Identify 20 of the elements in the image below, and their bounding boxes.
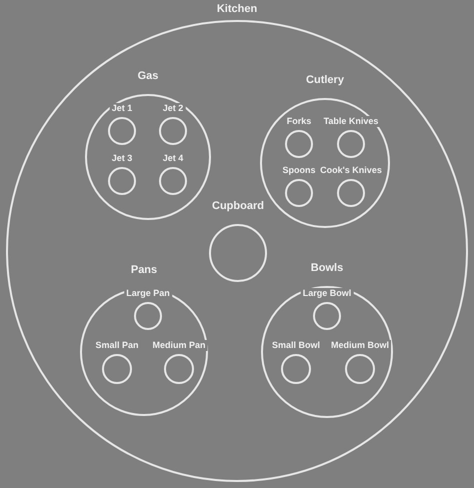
node-label: Cook's Knives (318, 165, 384, 176)
node-label: Pans (128, 264, 160, 276)
node-label: Kitchen (214, 3, 260, 15)
node-label: Jet 2 (160, 103, 186, 114)
node-label: Table Knives (322, 116, 380, 127)
node-label: Spoons (280, 165, 318, 176)
node-label: Small Pan (93, 340, 141, 351)
node-label: Jet 3 (110, 153, 134, 164)
node-label: Jet 4 (160, 153, 186, 164)
node-label: Large Pan (124, 288, 172, 299)
node-label: Gas (136, 70, 160, 82)
node-label: Medium Bowl (329, 340, 391, 351)
node-label: Small Bowl (270, 340, 322, 351)
node-label: Large Bowl (300, 288, 354, 299)
node-label: Jet 1 (110, 103, 134, 114)
node-label: Bowls (308, 262, 346, 274)
node-label: Forks (284, 116, 314, 127)
node-label: Cutlery (304, 74, 346, 86)
node-label: Cupboard (210, 200, 266, 212)
node-label: Medium Pan (150, 340, 208, 351)
